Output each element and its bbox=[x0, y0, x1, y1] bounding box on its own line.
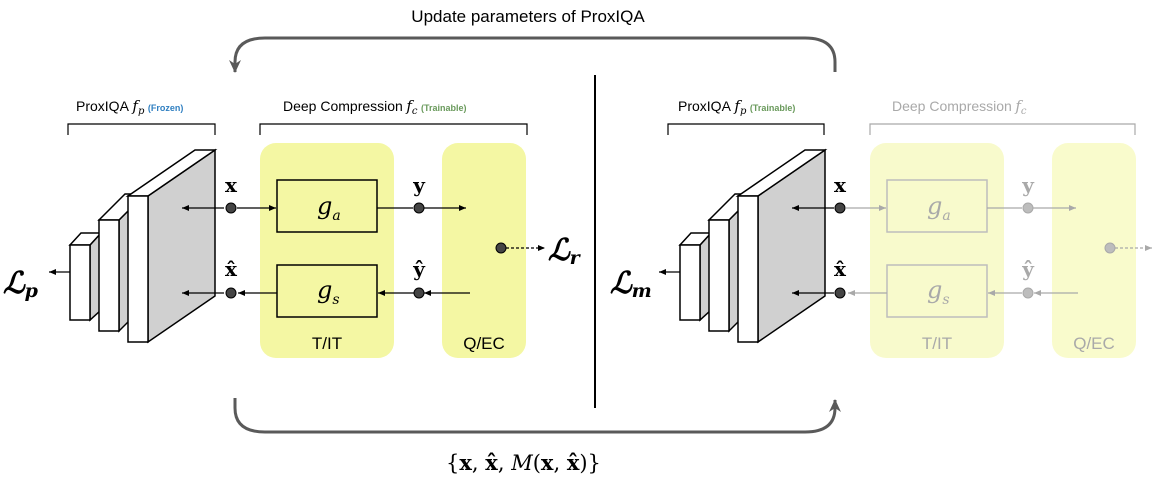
right-gs-label: gs bbox=[927, 276, 950, 308]
right-y-label: y bbox=[1021, 173, 1035, 197]
left-yhat-label: ŷ bbox=[412, 257, 426, 281]
right-gs-block bbox=[886, 264, 988, 318]
right-x-node bbox=[834, 202, 846, 214]
right-ga-block bbox=[886, 179, 988, 233]
left-x-label: x bbox=[225, 173, 238, 197]
left-panel: ProxIQA fp (Frozen) Deep Compression fc … bbox=[3, 97, 582, 358]
left-y-node bbox=[413, 202, 425, 214]
left-qec-block bbox=[442, 143, 526, 358]
left-ga-block bbox=[276, 179, 378, 233]
right-proxiqa-bracket bbox=[667, 123, 825, 135]
left-tit-label: T/IT bbox=[312, 334, 342, 353]
left-rate-loss-label: ℒr bbox=[548, 233, 582, 269]
right-loss-label: ℒm bbox=[610, 266, 652, 302]
top-update-arrow bbox=[229, 36, 837, 73]
left-tit-block bbox=[260, 143, 394, 358]
right-qec-block bbox=[1052, 143, 1136, 358]
right-proxiqa-network bbox=[678, 148, 828, 344]
right-proxiqa-label: ProxIQA fp (Trainable) bbox=[678, 97, 795, 118]
right-y-node bbox=[1022, 202, 1034, 214]
left-rate-node bbox=[495, 242, 507, 254]
right-compression-label: Deep Compression fc bbox=[892, 97, 1027, 117]
left-proxiqa-label: ProxIQA fp (Frozen) bbox=[76, 97, 183, 118]
left-qec-label: Q/EC bbox=[463, 334, 505, 353]
left-gs-label: gs bbox=[317, 276, 340, 308]
right-yhat-label: ŷ bbox=[1021, 257, 1035, 281]
right-xhat-label: x̂ bbox=[834, 257, 847, 281]
right-rate-node bbox=[1104, 242, 1116, 254]
left-compression-label: Deep Compression fc (Trainable) bbox=[283, 97, 467, 118]
left-ga-label: ga bbox=[317, 192, 341, 224]
right-tit-label: T/IT bbox=[922, 334, 952, 353]
left-xhat-label: x̂ bbox=[225, 257, 238, 281]
right-qec-label: Q/EC bbox=[1073, 334, 1115, 353]
top-caption: Update parameters of ProxIQA bbox=[411, 7, 645, 26]
bottom-caption: {x, x̂, M(x, x̂)} bbox=[446, 450, 601, 475]
right-x-label: x bbox=[834, 173, 847, 197]
left-proxiqa-network bbox=[68, 148, 218, 344]
left-yhat-node bbox=[413, 287, 425, 299]
left-y-label: y bbox=[412, 173, 426, 197]
right-tit-block bbox=[870, 143, 1004, 358]
right-xhat-node bbox=[834, 287, 846, 299]
left-proxiqa-bracket bbox=[67, 123, 216, 135]
right-panel: ProxIQA fp (Trainable) Deep Compression … bbox=[610, 97, 1152, 358]
left-compression-bracket bbox=[259, 123, 528, 135]
right-yhat-node bbox=[1022, 287, 1034, 299]
right-ga-label: ga bbox=[927, 192, 951, 224]
svg-text:{x, x̂, M(x, x̂)}: {x, x̂, M(x, x̂)} bbox=[446, 450, 601, 475]
bottom-data-arrow bbox=[233, 398, 841, 434]
right-compression-bracket bbox=[869, 123, 1136, 135]
left-xhat-node bbox=[225, 287, 237, 299]
left-x-node bbox=[225, 202, 237, 214]
left-gs-block bbox=[276, 264, 378, 318]
left-loss-label: ℒp bbox=[3, 266, 39, 302]
